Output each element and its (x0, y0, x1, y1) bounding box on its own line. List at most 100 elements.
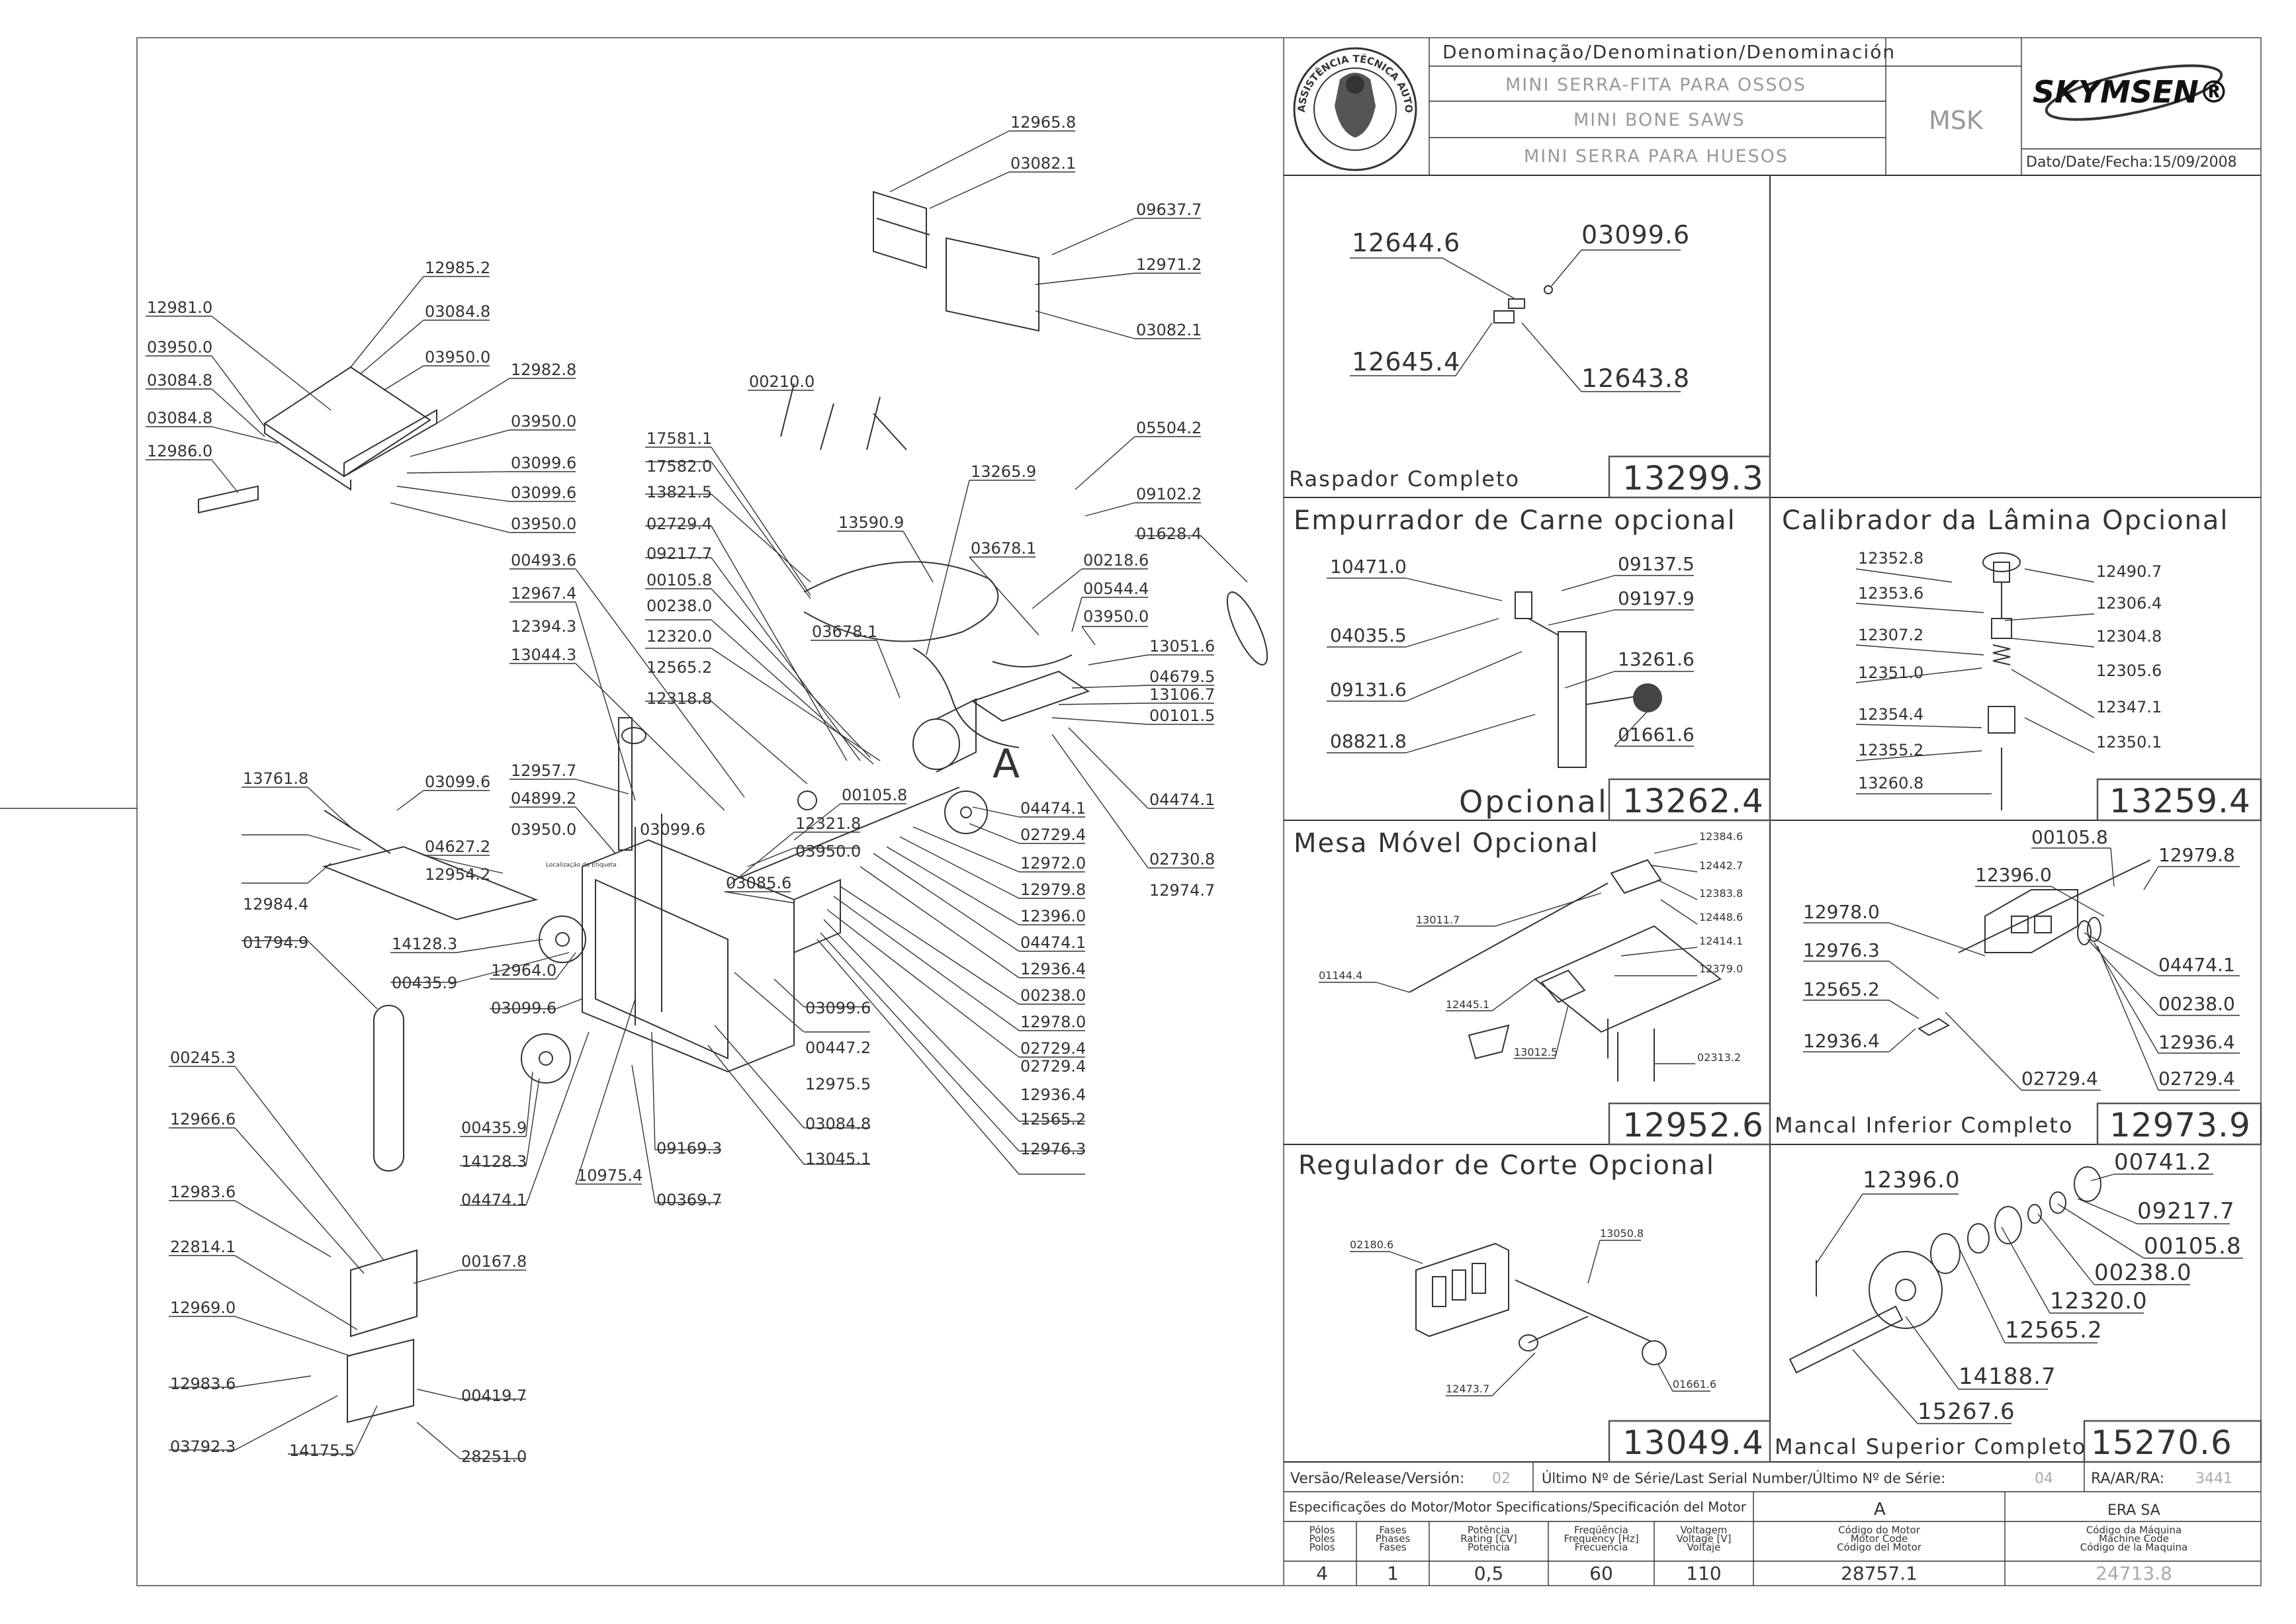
callout: 03099.6 (511, 484, 576, 502)
callout: 03085.6 (726, 874, 791, 892)
motor-code-value: 28757.1 (1841, 1562, 1918, 1584)
callout: 12448.6 (1699, 911, 1743, 923)
callout: 12976.3 (1803, 939, 1880, 961)
callout: 00238.0 (2094, 1260, 2192, 1286)
callout: 12969.0 (170, 1299, 236, 1317)
callout: 12954.2 (425, 865, 490, 884)
name-es: MINI SERRA PARA HUESOS (1524, 146, 1788, 167)
callout: 00105.8 (2031, 826, 2108, 848)
callout: 12565.2 (646, 658, 712, 677)
motor-column-letter: A (1874, 1500, 1886, 1519)
frequency-value: 60 (1589, 1562, 1613, 1584)
callout: 12351.0 (1858, 663, 1923, 682)
callout: 03950.0 (511, 515, 576, 533)
callout: 03099.6 (1581, 220, 1690, 249)
label-line: Rating [CV] (1460, 1533, 1517, 1545)
empurrador-code: 13262.4 (1622, 782, 1764, 820)
label-line: Fases (1379, 1524, 1406, 1536)
callout: 12318.8 (646, 689, 712, 708)
mancal-inferior-title: Mancal Inferior Completo (1775, 1113, 2074, 1138)
callout: 05504.2 (1136, 419, 1202, 437)
callout: 15267.6 (1918, 1398, 2015, 1425)
callout: 02729.4 (646, 515, 712, 533)
label-line: Voltaje (1687, 1541, 1721, 1553)
panel-calibrador: Calibrador da Lâmina Opcional 13259.4 12… (1782, 505, 2262, 822)
callout: 12643.8 (1581, 364, 1690, 393)
callout: 00238.0 (1020, 986, 1086, 1005)
callout: 22814.1 (170, 1238, 236, 1256)
callout: 01661.6 (1618, 724, 1695, 746)
callout: 12347.1 (2096, 698, 2162, 716)
label-line: Código del Motor (1837, 1541, 1922, 1553)
callout: 03950.0 (511, 820, 576, 839)
callout: 09131.6 (1330, 679, 1407, 701)
callout: 02729.4 (1020, 1039, 1086, 1058)
callout: 12936.4 (1020, 1086, 1086, 1104)
title-block: ASSISTÊNCIA TÉCNICA AUTORIZADA Denominaç… (0, 0, 2261, 176)
callout: 03099.6 (805, 999, 871, 1017)
callout: 28251.0 (461, 1447, 527, 1466)
callout: 13106.7 (1149, 685, 1215, 704)
callout: 03950.0 (147, 338, 212, 357)
callout: 12645.4 (1352, 347, 1460, 376)
callout: 01661.6 (1673, 1378, 1716, 1390)
callout: 13260.8 (1858, 774, 1923, 792)
label-line: Voltagem (1681, 1524, 1728, 1536)
callout: 14188.7 (1959, 1363, 2056, 1390)
lower-bearing-part (1918, 859, 2151, 1037)
callout: 02313.2 (1697, 1051, 1741, 1064)
label-location-note: Localização da Etiqueta (546, 862, 617, 869)
callout: 12965.8 (1010, 113, 1076, 132)
phases-value: 1 (1387, 1562, 1399, 1584)
callout: 12352.8 (1858, 549, 1923, 568)
callout: 12565.2 (2005, 1317, 2103, 1344)
callout: 12490.7 (2096, 562, 2162, 581)
callout: 00167.8 (461, 1252, 527, 1271)
label-line: Frequency [Hz] (1564, 1533, 1638, 1545)
label-line: Fases (1379, 1541, 1406, 1553)
callout: 02729.4 (1020, 1057, 1086, 1076)
callout: 03099.6 (491, 999, 556, 1017)
callout: 13821.5 (646, 483, 712, 501)
callout: 02180.6 (1350, 1238, 1393, 1251)
regulador-code: 13049.4 (1622, 1424, 1764, 1462)
panel-empurrador: Empurrador de Carne opcional 13262.4 Opc… (1294, 505, 1771, 822)
callout: 04474.1 (1020, 933, 1086, 952)
callout: 04474.1 (1020, 799, 1086, 818)
calibrador-title: Calibrador da Lâmina Opcional (1782, 505, 2229, 536)
callout: 00210.0 (749, 372, 815, 391)
mancal-inferior-code: 12973.9 (2109, 1106, 2251, 1144)
callout: 12976.3 (1020, 1140, 1086, 1158)
callout: 12305.6 (2096, 662, 2162, 680)
callout: 00218.6 (1083, 551, 1149, 570)
callout: 02729.4 (2021, 1068, 2098, 1090)
callout: 00741.2 (2114, 1149, 2212, 1175)
callout: 13011.7 (1416, 914, 1460, 926)
raspador-code: 13299.3 (1622, 459, 1764, 497)
callout: 03099.6 (640, 820, 705, 839)
panel-mancal-inferior: 12973.9 Mancal Inferior Completo 00105.8… (1775, 826, 2262, 1146)
callout: 12353.6 (1858, 584, 1923, 603)
callout: 09217.7 (646, 544, 712, 563)
label-line: Freqüência (1574, 1524, 1628, 1536)
callout: 04474.1 (2158, 954, 2235, 976)
callout: 14175.5 (289, 1441, 355, 1460)
motor-spec-label: Especificações do Motor/Motor Specificat… (1289, 1499, 1747, 1515)
callout: 12384.6 (1699, 830, 1743, 843)
label-line: Pólos (1309, 1524, 1335, 1536)
callout: 12985.2 (425, 259, 490, 277)
callout: 14128.3 (392, 935, 457, 953)
mancal-superior-title: Mancal Superior Completo (1775, 1434, 2086, 1459)
callout: 12442.7 (1699, 859, 1743, 872)
callout: 03084.8 (147, 371, 212, 390)
svg-text:ASSISTÊNCIA TÉCNICA AUTORIZADA: ASSISTÊNCIA TÉCNICA AUTORIZADA (0, 0, 1415, 113)
callout: 10975.4 (577, 1166, 642, 1185)
callout: 12644.6 (1352, 228, 1460, 257)
model-code: MSK (1929, 106, 1984, 135)
callout: 13261.6 (1618, 648, 1695, 670)
callout: 12986.0 (147, 442, 212, 460)
